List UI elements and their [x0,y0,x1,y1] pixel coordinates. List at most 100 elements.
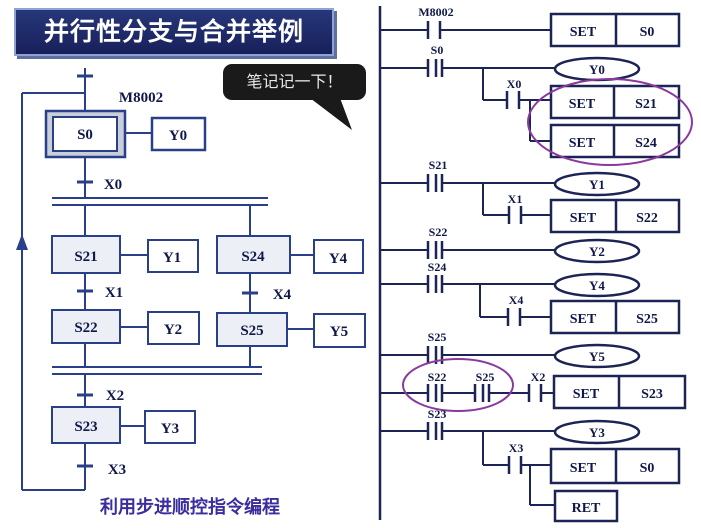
instruction-set-s21 [549,84,681,120]
instr-op: SET [569,136,596,151]
contact-x2-label: X2 [531,370,546,384]
step-s24 [216,235,291,274]
contact-s25-step [473,384,491,402]
contact-s22-step [426,384,444,402]
page-title: 并行性分支与合并举例 [14,8,334,56]
transition-x2-label: X2 [106,388,124,404]
note-pointer [310,98,352,130]
contact-s22-step-label: S22 [428,370,447,384]
output-y4 [313,239,364,274]
contact-m8002-label: M8002 [418,5,453,19]
contact-x2 [527,384,543,402]
contact-x1 [507,206,523,224]
instr-op: SET [569,97,596,112]
coil-y4 [553,272,641,298]
contact-s25-label: S25 [428,330,447,344]
contact-s0-label: S0 [431,43,444,57]
instruction-set-s22 [549,198,681,234]
output-y5 [313,313,366,348]
contact-x0 [505,91,521,109]
contact-x3 [507,456,523,474]
coil-y1 [553,171,641,197]
output-y2 [147,311,200,345]
ladder-wiring [378,6,555,520]
sfc-transitions [77,74,258,468]
instr-arg: S25 [636,312,658,327]
contact-s21 [426,174,444,192]
step-s25 [216,312,288,347]
transition-x1-label: X1 [105,285,123,301]
step-s21 [51,235,121,274]
output-y5-label: Y5 [330,324,348,340]
contact-s23-label: S23 [428,407,447,421]
highlight-ring-merge [402,358,514,412]
coil-y5-label: Y5 [589,349,605,364]
instr-op: RET [572,501,601,516]
output-y4-label: Y4 [329,251,348,267]
output-y2-label: Y2 [164,322,182,338]
coil-y3-label: Y3 [589,425,605,440]
step-s21-label: S21 [74,249,97,265]
instr-op: SET [570,211,597,226]
contact-s25-step-label: S25 [476,370,495,384]
step-s0 [52,116,118,152]
note-callout: 笔记记一下！ [223,64,366,100]
instr-op: SET [570,312,597,327]
instruction-set-s0 [549,12,681,48]
footer-caption: 利用步进顺控指令编程 [100,497,280,518]
sfc-chart [16,68,314,491]
contact-s24-label: S24 [428,260,447,274]
step-s22-label: S22 [74,320,97,336]
instruction-set-s23 [552,374,687,410]
contact-s23 [426,422,444,440]
step-s24-label: S24 [241,249,265,265]
instr-arg: S22 [636,211,658,226]
instr-arg: S0 [640,461,655,476]
contact-s24 [426,275,444,293]
output-y1-label: Y1 [163,250,181,266]
transition-x3-label: X3 [108,462,126,478]
output-y3 [144,410,196,444]
transition-x4-label: X4 [273,287,292,303]
contact-x4 [506,308,522,326]
step-s25-label: S25 [240,323,263,339]
instr-arg: S0 [640,25,655,40]
instr-op: SET [573,387,600,402]
loop-arrow-icon [16,234,28,250]
coil-y3 [553,419,641,445]
instr-arg: S21 [635,97,657,112]
contact-x1-label: X1 [508,192,523,206]
output-y3-label: Y3 [161,421,179,437]
coil-y5 [553,343,641,369]
contact-s22 [426,241,444,259]
instr-op: SET [570,461,597,476]
step-s23-label: S23 [74,419,97,435]
contact-s21-label: S21 [429,158,448,172]
contact-m8002 [426,21,442,39]
step-s0-label: S0 [77,127,93,143]
instruction-ret [553,489,619,523]
contact-x4-label: X4 [509,293,524,307]
output-y1 [147,239,199,273]
instruction-set-s24 [549,123,681,159]
coil-y1-label: Y1 [589,177,605,192]
contact-x0-label: X0 [507,77,522,91]
highlight-ring-branch [527,78,693,166]
output-y0 [150,116,207,152]
instr-arg: S24 [635,136,657,151]
contact-x3-label: X3 [509,441,524,455]
instr-op: SET [570,25,597,40]
step-s23 [51,406,121,444]
init-condition-label: M8002 [119,90,163,106]
coil-y2-label: Y2 [589,244,605,259]
contact-s22-label: S22 [429,225,448,239]
coil-y0-label: Y0 [589,62,605,77]
step-s22 [51,309,121,344]
instr-arg: S23 [641,387,663,402]
contact-s0 [426,59,444,77]
transition-x0-label: X0 [104,177,122,193]
instruction-set-s25 [549,299,681,335]
instruction-set-s0-return [549,447,681,485]
coil-y4-label: Y4 [589,278,605,293]
